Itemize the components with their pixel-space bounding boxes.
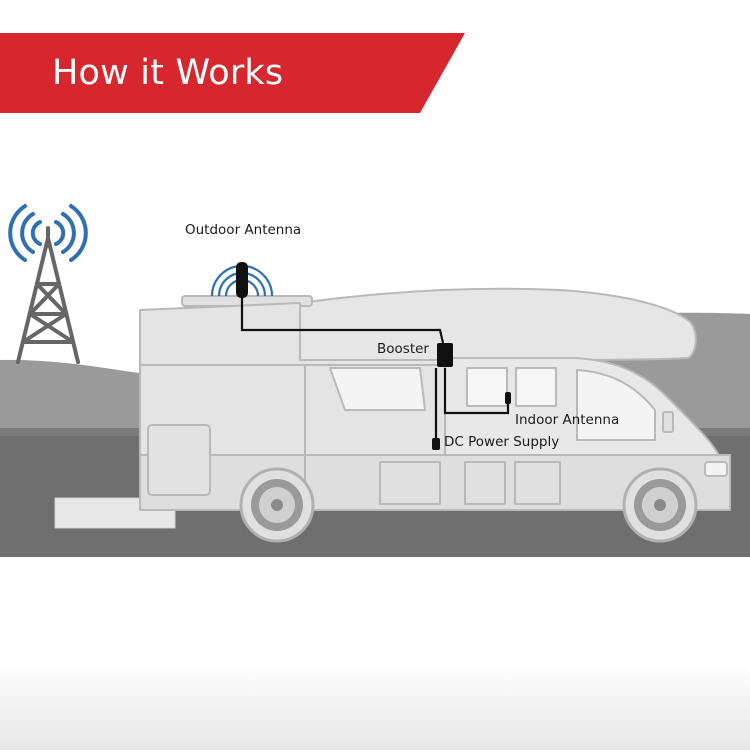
rear-wheel: [239, 467, 315, 543]
cell-tower-icon: [16, 226, 80, 364]
front-wheel: [622, 467, 698, 543]
indoor-antenna-icon: [505, 392, 511, 404]
outdoor-antenna-label: Outdoor Antenna: [185, 222, 302, 238]
rv-window-2: [515, 367, 557, 407]
booster-label: Booster: [377, 341, 429, 357]
booster-icon: [437, 343, 453, 367]
indoor-antenna-label: Indoor Antenna: [515, 412, 620, 428]
rv-panel-1: [379, 461, 441, 505]
signal-waves-icon: [8, 204, 88, 262]
outdoor-antenna-icon: [236, 262, 248, 298]
rv-cab-window: [576, 369, 656, 441]
rv-side-window: [329, 367, 426, 411]
floor: [0, 557, 750, 750]
dc-power-supply-label: DC Power Supply: [444, 434, 560, 450]
rv-panel-2: [464, 461, 506, 505]
page-title: How it Works: [52, 53, 284, 93]
dc-power-plug-icon: [432, 438, 440, 450]
rv-headlight: [704, 461, 728, 477]
rv-mirror: [662, 411, 674, 433]
rv-window-1: [466, 367, 508, 407]
rv-overcab: [299, 287, 697, 361]
rv-rear-door: [147, 424, 211, 496]
header-banner: [0, 33, 465, 113]
cable: [240, 298, 510, 440]
rv-panel-3: [514, 461, 561, 505]
rv-camper: [139, 287, 731, 511]
